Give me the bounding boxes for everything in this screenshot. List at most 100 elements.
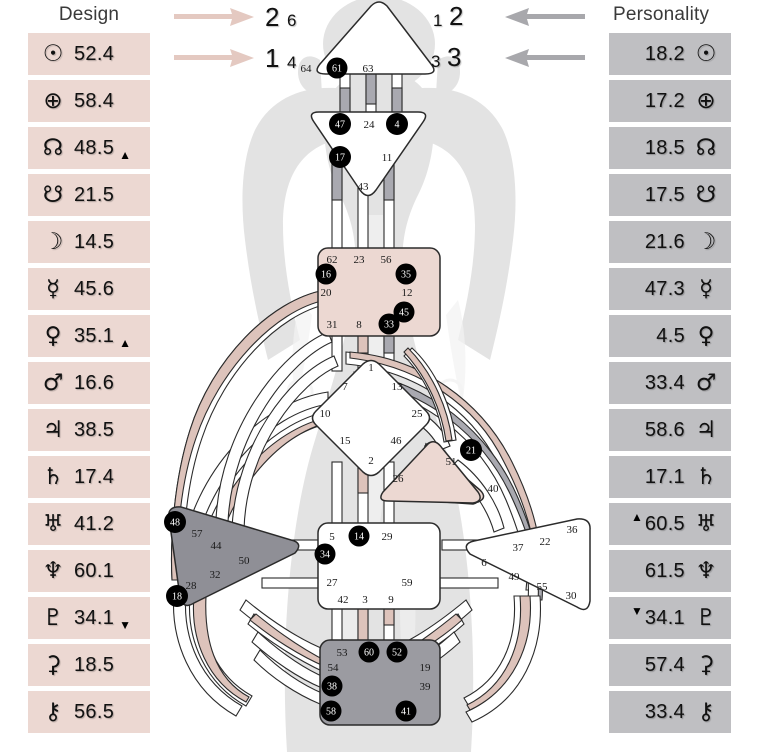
- gate-49[interactable]: 49: [509, 571, 521, 583]
- personality-row-chiron[interactable]: 57.4⚳: [609, 644, 731, 686]
- gate-23[interactable]: 23: [354, 254, 366, 266]
- design-row-saturn[interactable]: ♄17.4: [28, 456, 150, 498]
- design-row-north-node[interactable]: ☊48.5▲: [28, 127, 150, 169]
- personality-row-north-node[interactable]: 18.5☊: [609, 127, 731, 169]
- gate-11[interactable]: 11: [382, 152, 393, 164]
- gate-53[interactable]: 53: [337, 647, 349, 659]
- gate-60-dot[interactable]: [358, 641, 380, 663]
- design-row-south-node[interactable]: ☋21.5: [28, 174, 150, 216]
- gate-27[interactable]: 27: [327, 577, 339, 589]
- gate-33[interactable]: 33: [384, 320, 394, 331]
- gate-34[interactable]: 34: [320, 550, 330, 561]
- gate-20[interactable]: 20: [321, 287, 333, 299]
- gate-59[interactable]: 59: [402, 577, 414, 589]
- gate-48-dot[interactable]: [164, 511, 186, 533]
- personality-row-earth[interactable]: 17.2⊕: [609, 80, 731, 122]
- gate-35-dot[interactable]: [395, 263, 417, 285]
- personality-row-uranus[interactable]: ▲60.5♅: [609, 503, 731, 545]
- center-solar-plexus[interactable]: 36 22 37 6 49 55 30: [465, 518, 591, 611]
- personality-row-neptune[interactable]: 61.5♆: [609, 550, 731, 592]
- gate-38[interactable]: 38: [327, 682, 337, 693]
- gate-52[interactable]: 52: [392, 648, 402, 659]
- gate-25[interactable]: 25: [412, 408, 424, 420]
- gate-32[interactable]: 32: [210, 569, 221, 581]
- design-row-sun[interactable]: ☉52.4: [28, 33, 150, 75]
- center-ajna[interactable]: 47 24 4 17 11 43: [310, 111, 427, 197]
- gate-17[interactable]: 17: [335, 153, 345, 164]
- gate-14[interactable]: 14: [354, 532, 364, 543]
- personality-row-moon[interactable]: 21.6☽: [609, 221, 731, 263]
- gate-8[interactable]: 8: [356, 319, 362, 331]
- gate-42[interactable]: 42: [338, 594, 349, 606]
- design-row-pluto[interactable]: ♇34.1▼: [28, 597, 150, 639]
- personality-row-south-node[interactable]: 17.5☋: [609, 174, 731, 216]
- gate-17-dot[interactable]: [329, 146, 351, 168]
- gate-21[interactable]: 21: [466, 446, 476, 457]
- center-g[interactable]: 1 7 13 10 25 15 46 2: [311, 359, 431, 477]
- gate-55[interactable]: 55: [537, 581, 549, 593]
- gate-58[interactable]: 58: [326, 707, 336, 718]
- gate-26[interactable]: 26: [393, 473, 405, 485]
- design-row-jupiter[interactable]: ♃38.5: [28, 409, 150, 451]
- gate-13[interactable]: 13: [392, 381, 404, 393]
- gate-1[interactable]: 1: [368, 362, 374, 374]
- gate-50[interactable]: 50: [239, 555, 251, 567]
- personality-row-pluto[interactable]: ▼34.1♇: [609, 597, 731, 639]
- gate-44[interactable]: 44: [211, 540, 223, 552]
- gate-41-dot[interactable]: [395, 700, 417, 722]
- center-sacral[interactable]: 5 14 29 34 27 59 42 3 9: [314, 522, 441, 610]
- gate-18-dot[interactable]: [166, 585, 188, 607]
- gate-3[interactable]: 3: [362, 594, 368, 606]
- gate-9[interactable]: 9: [388, 594, 394, 606]
- design-row-chiron[interactable]: ⚳18.5: [28, 644, 150, 686]
- gate-57[interactable]: 57: [192, 528, 204, 540]
- design-row-earth[interactable]: ⊕58.4: [28, 80, 150, 122]
- gate-64[interactable]: 64: [301, 63, 313, 75]
- design-row-moon[interactable]: ☽14.5: [28, 221, 150, 263]
- gate-21-dot[interactable]: [460, 439, 482, 461]
- gate-61[interactable]: 61: [332, 64, 342, 75]
- gate-51[interactable]: 51: [446, 456, 457, 468]
- gate-14-dot[interactable]: [348, 525, 370, 547]
- gate-22[interactable]: 22: [540, 536, 551, 548]
- personality-row-jupiter[interactable]: 58.6♃: [609, 409, 731, 451]
- gate-48[interactable]: 48: [170, 518, 180, 529]
- gate-47-dot[interactable]: [329, 113, 351, 135]
- gate-2[interactable]: 2: [368, 455, 374, 467]
- gate-63[interactable]: 63: [363, 63, 375, 75]
- gate-38-dot[interactable]: [321, 675, 343, 697]
- gate-56[interactable]: 56: [381, 254, 393, 266]
- gate-30[interactable]: 30: [566, 590, 578, 602]
- gate-45-dot[interactable]: [393, 301, 415, 323]
- personality-row-saturn[interactable]: 17.1♄: [609, 456, 731, 498]
- center-heart[interactable]: 21 51 26 40: [380, 439, 500, 505]
- gate-19[interactable]: 19: [420, 662, 432, 674]
- gate-16[interactable]: 16: [321, 270, 331, 281]
- gate-7[interactable]: 7: [342, 381, 348, 393]
- gate-15[interactable]: 15: [340, 435, 352, 447]
- gate-6[interactable]: 6: [481, 557, 487, 569]
- center-throat[interactable]: 62 23 56 16 35 20 12 45 31 8 33: [315, 247, 441, 337]
- gate-54[interactable]: 54: [328, 662, 340, 674]
- gate-45[interactable]: 45: [399, 308, 409, 319]
- gate-58-dot[interactable]: [320, 700, 342, 722]
- personality-row-venus[interactable]: 4.5♀: [609, 315, 731, 357]
- gate-16-dot[interactable]: [315, 263, 337, 285]
- gate-31[interactable]: 31: [327, 319, 338, 331]
- center-root[interactable]: 53 60 52 54 19 38 39 58 41: [319, 639, 441, 726]
- gate-4-dot[interactable]: [386, 113, 408, 135]
- gate-40[interactable]: 40: [488, 483, 500, 495]
- gate-52-dot[interactable]: [386, 641, 408, 663]
- gate-4[interactable]: 4: [395, 120, 400, 131]
- gate-10[interactable]: 10: [320, 408, 332, 420]
- design-row-uranus[interactable]: ♅41.2: [28, 503, 150, 545]
- gate-47[interactable]: 47: [335, 120, 345, 131]
- gate-60[interactable]: 60: [364, 648, 374, 659]
- design-row-neptune[interactable]: ♆60.1: [28, 550, 150, 592]
- gate-18[interactable]: 18: [172, 592, 182, 603]
- gate-34-dot[interactable]: [314, 543, 336, 565]
- gate-28[interactable]: 28: [186, 580, 198, 592]
- gate-33-dot[interactable]: [378, 313, 400, 335]
- design-row-mars[interactable]: ♂16.6: [28, 362, 150, 404]
- center-head[interactable]: 64 61 63: [301, 1, 435, 79]
